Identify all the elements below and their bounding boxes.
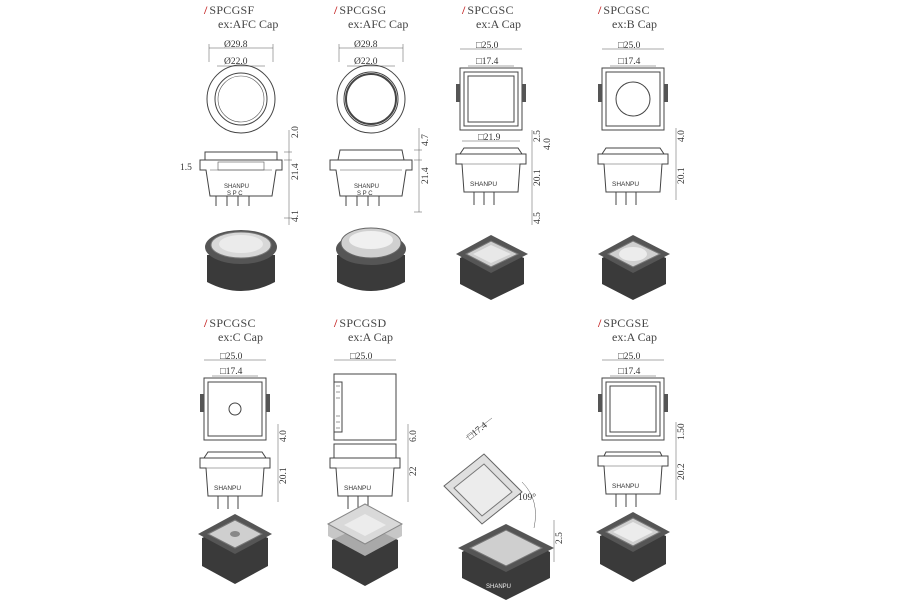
flip-cover-view: □17.4 109° SHANPU 2.5 bbox=[430, 412, 590, 600]
dim-body-h: 20.1 bbox=[677, 167, 687, 184]
dim-inner: Ø22.0 bbox=[354, 57, 378, 67]
dim-body-h: 22 bbox=[409, 466, 419, 476]
cap-label: ex:C Cap bbox=[218, 330, 263, 344]
render-3d bbox=[456, 235, 528, 300]
dim-c: 20.1 bbox=[533, 169, 543, 186]
brand-text: SHANPU bbox=[612, 181, 639, 188]
brand-text: SHANPU bbox=[354, 184, 379, 190]
cap-label: ex:B Cap bbox=[612, 17, 657, 31]
brand-text: SHANPU bbox=[612, 483, 639, 490]
dim-d: 4.5 bbox=[533, 212, 543, 224]
dim-inner: □17.4 bbox=[220, 367, 243, 377]
item-spcgsg: /SPCGSG ex:AFC Cap Ø29.8 Ø22.0 SHANPU S … bbox=[310, 0, 450, 300]
dim-body-h: 20.2 bbox=[677, 463, 687, 480]
dim-outer: □25.0 bbox=[350, 352, 373, 362]
item-header: /SPCGSG ex:AFC Cap bbox=[334, 3, 409, 31]
item-header: /SPCGSC ex:C Cap bbox=[204, 316, 263, 344]
dim-cap-h: 4.0 bbox=[677, 130, 687, 142]
brand-text: SHANPU bbox=[224, 184, 249, 190]
side-view: SHANPU S P C bbox=[329, 149, 413, 206]
inner-ring bbox=[214, 72, 268, 126]
model-label: SPCGSC bbox=[603, 3, 650, 17]
item-header: /SPCGSD ex:A Cap bbox=[334, 316, 393, 344]
dim-inner: □17.4 bbox=[618, 367, 641, 377]
item-spcgsd: /SPCGSD ex:A Cap □25.0 SHANPU 6.0 22 bbox=[310, 312, 450, 600]
item-header: /SPCGSF ex:AFC Cap bbox=[204, 3, 279, 31]
item-header: /SPCGSC ex:B Cap bbox=[598, 3, 657, 31]
render-3d bbox=[326, 503, 404, 586]
dim-a: 2.5 bbox=[533, 130, 543, 142]
drawing-spcgsd: □25.0 SHANPU 6.0 22 bbox=[326, 352, 419, 586]
side-view: SHANPU bbox=[597, 147, 669, 205]
dim-outer: Ø29.8 bbox=[354, 40, 378, 50]
cap-label: ex:AFC Cap bbox=[218, 17, 279, 31]
dim-cap-h: 4.7 bbox=[421, 134, 431, 146]
item-spcgsf: /SPCGSF ex:AFC Cap Ø29.8 Ø22.0 SHANPU S … bbox=[180, 0, 320, 300]
side-view: SHANPU bbox=[455, 147, 527, 205]
dim-inner: □17.4 bbox=[618, 57, 641, 67]
brand-sub: S P C bbox=[227, 191, 243, 197]
dim-offset: 2.5 bbox=[555, 532, 565, 544]
render-3d bbox=[205, 230, 277, 291]
dim-inner: Ø22.0 bbox=[224, 57, 248, 67]
item-header: /SPCGSE ex:A Cap bbox=[598, 316, 657, 344]
model-label: SPCGSE bbox=[603, 316, 650, 330]
brand-text: SHANPU bbox=[344, 485, 371, 492]
brand-text: SHANPU bbox=[214, 485, 241, 492]
dim-cap-h: 4.0 bbox=[279, 430, 289, 442]
drawing-spcgsc-c: □25.0 □17.4 SHANPU 4.0 20.1 bbox=[198, 352, 289, 584]
drawing-flip-cover: □17.4 109° SHANPU 2.5 bbox=[443, 417, 565, 600]
dim-cap-h: 1.50 bbox=[677, 423, 687, 440]
side-view: SHANPU bbox=[199, 451, 271, 509]
outer-ring bbox=[206, 64, 276, 134]
item-spcgsc-b: /SPCGSC ex:B Cap □25.0 □17.4 SHANPU 4.0 … bbox=[580, 0, 700, 300]
dim-body-h: 20.1 bbox=[279, 467, 289, 484]
drawing-spcgsc-b: □25.0 □17.4 SHANPU 4.0 20.1 bbox=[597, 41, 687, 300]
dim-pin: 4.1 bbox=[291, 210, 301, 222]
dim-outer: □25.0 bbox=[220, 352, 243, 362]
drawing-spcgsf: Ø29.8 Ø22.0 SHANPU S P C 2.0 21.4 1.5 4.… bbox=[180, 40, 301, 291]
cap-label: ex:AFC Cap bbox=[348, 17, 409, 31]
dim-angle: 109° bbox=[518, 492, 536, 503]
model-label: SPCGSF bbox=[209, 3, 255, 17]
cap-label: ex:A Cap bbox=[612, 330, 657, 344]
drawing-spcgsg: Ø29.8 Ø22.0 SHANPU S P C 4.7 21.4 bbox=[329, 40, 431, 291]
dim-b: 4.0 bbox=[543, 138, 553, 150]
render-3d bbox=[336, 227, 406, 291]
brand-sub: S P C bbox=[357, 191, 373, 197]
dim-body-h: 21.4 bbox=[291, 163, 301, 180]
side-view: SHANPU bbox=[329, 443, 401, 509]
model-label: SPCGSD bbox=[339, 316, 387, 330]
dim-outer: Ø29.8 bbox=[224, 40, 248, 50]
item-header: /SPCGSC ex:A Cap bbox=[462, 3, 521, 31]
dim-flange: 1.5 bbox=[180, 163, 192, 173]
render-3d bbox=[198, 514, 272, 584]
item-spcgsc-c: /SPCGSC ex:C Cap □25.0 □17.4 SHANPU 4.0 … bbox=[180, 312, 320, 600]
dim-window: □17.4 bbox=[466, 421, 490, 443]
model-label: SPCGSG bbox=[339, 3, 387, 17]
cap-label: ex:A Cap bbox=[348, 330, 393, 344]
model-label: SPCGSC bbox=[467, 3, 514, 17]
brand-text: SHANPU bbox=[470, 181, 497, 188]
dim-cap-h: 2.0 bbox=[291, 126, 301, 138]
render-3d bbox=[598, 235, 670, 300]
dim-inner: □17.4 bbox=[476, 57, 499, 67]
model-label: SPCGSC bbox=[209, 316, 256, 330]
side-view: SHANPU S P C bbox=[199, 151, 283, 206]
dim-outer: □25.0 bbox=[618, 41, 641, 51]
item-spcgsc-a: /SPCGSC ex:A Cap □25.0 □17.4 □21.9 SHANP… bbox=[440, 0, 580, 300]
drawing-spcgsc-a: □25.0 □17.4 □21.9 SHANPU 2.5 4.0 20.1 4.… bbox=[455, 41, 553, 300]
item-spcgse: /SPCGSE ex:A Cap □25.0 □17.4 SHANPU 1.50… bbox=[580, 312, 700, 600]
dim-lid-h: 6.0 bbox=[409, 430, 419, 442]
dim-outer: □25.0 bbox=[618, 352, 641, 362]
dim-body-h: 21.4 bbox=[421, 167, 431, 184]
dim-frame: □21.9 bbox=[478, 133, 501, 143]
dim-outer: □25.0 bbox=[476, 41, 499, 51]
brand-text: SHANPU bbox=[486, 584, 511, 590]
drawing-spcgse: □25.0 □17.4 SHANPU 1.50 20.2 bbox=[596, 352, 687, 582]
cap-label: ex:A Cap bbox=[476, 17, 521, 31]
render-3d bbox=[596, 512, 670, 582]
side-view: SHANPU bbox=[597, 451, 669, 507]
